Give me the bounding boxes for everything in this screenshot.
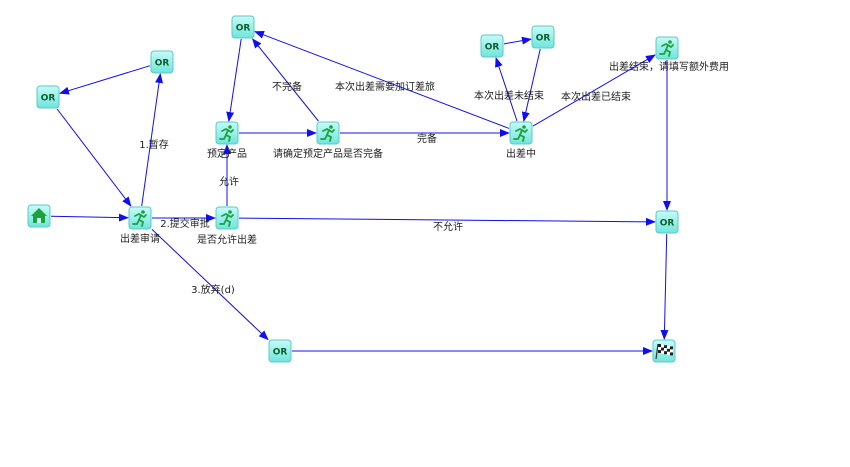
node-end[interactable]: [652, 339, 676, 363]
node-confirm[interactable]: [316, 121, 340, 145]
edge-confirm-to-or_top[interactable]: [251, 38, 319, 122]
node-expense[interactable]: [655, 36, 679, 60]
node-trip[interactable]: [509, 121, 533, 145]
edge-apply-to-or_bottom[interactable]: [151, 229, 269, 341]
or-gateway-label: OR: [660, 219, 675, 229]
edge-apply-to-or_temp[interactable]: [141, 73, 164, 207]
node-or-temp[interactable]: OR: [150, 50, 174, 74]
or-gateway-label: OR: [41, 94, 56, 104]
edge-approve-to-or_right[interactable]: [238, 217, 656, 226]
edge-trip-to-or_top[interactable]: [254, 31, 510, 129]
edge-label: 允许: [219, 175, 239, 188]
node-or-left[interactable]: OR: [36, 85, 60, 109]
edges-layer: [50, 31, 671, 355]
edge-label: 1.暂存: [139, 138, 169, 151]
edge-label: 2.提交审批: [160, 217, 210, 230]
node-book[interactable]: [215, 121, 239, 145]
edge-or_temp-to-or_left[interactable]: [59, 65, 151, 95]
edge-or_trip_a-to-or_trip_b[interactable]: [503, 36, 532, 45]
node-label: 预定产品: [207, 147, 247, 160]
edge-label: 本次出差需要加订差旅: [335, 80, 435, 93]
edge-label: 出差结束，请填写额外费用: [609, 60, 729, 73]
edge-label: 本次出差未结束: [474, 89, 544, 102]
node-label: 出差审请: [120, 232, 160, 245]
checkered-flag-icon: [655, 343, 673, 360]
edge-label: 不完备: [272, 80, 302, 93]
node-approve[interactable]: [215, 206, 239, 230]
node-apply[interactable]: [128, 206, 152, 230]
edge-start-to-apply[interactable]: [50, 213, 129, 222]
edge-label: 3.放弃(d): [191, 283, 235, 296]
running-man-icon: [219, 210, 234, 227]
edge-label: 本次出差已结束: [561, 90, 631, 103]
edge-trip-to-expense[interactable]: [532, 54, 656, 127]
or-gateway-label: OR: [273, 348, 288, 358]
running-man-icon: [659, 40, 674, 57]
edge-label: 完备: [417, 132, 437, 145]
edge-or_trip_b-to-trip[interactable]: [521, 48, 541, 122]
node-or-trip-b[interactable]: OR: [531, 25, 555, 49]
node-start[interactable]: [27, 204, 51, 228]
edge-or_right-to-end[interactable]: [660, 233, 669, 340]
node-label: 请确定预定产品是否完备: [273, 147, 383, 160]
or-gateway-label: OR: [536, 34, 551, 44]
node-or-top[interactable]: OR: [231, 15, 255, 39]
or-gateway-label: OR: [236, 24, 251, 34]
running-man-icon: [320, 125, 335, 142]
node-label: 是否允许出差: [197, 233, 257, 246]
edge-or_left-to-apply[interactable]: [56, 108, 132, 207]
node-or-right[interactable]: OR: [655, 210, 679, 234]
home-icon: [31, 208, 47, 223]
running-man-icon: [132, 210, 147, 227]
or-gateway-label: OR: [155, 59, 170, 69]
node-or-bottom[interactable]: OR: [268, 339, 292, 363]
running-man-icon: [513, 125, 528, 142]
nodes-layer: OR OR OR OR OR OR OR: [27, 15, 679, 363]
node-or-trip-a[interactable]: OR: [480, 34, 504, 58]
edge-or_top-to-book[interactable]: [226, 38, 242, 122]
edge-trip-to-or_trip_a[interactable]: [495, 57, 518, 122]
edge-label: 不允许: [433, 220, 463, 233]
or-gateway-label: OR: [485, 43, 500, 53]
running-man-icon: [219, 125, 234, 142]
node-label: 出差中: [506, 147, 536, 160]
